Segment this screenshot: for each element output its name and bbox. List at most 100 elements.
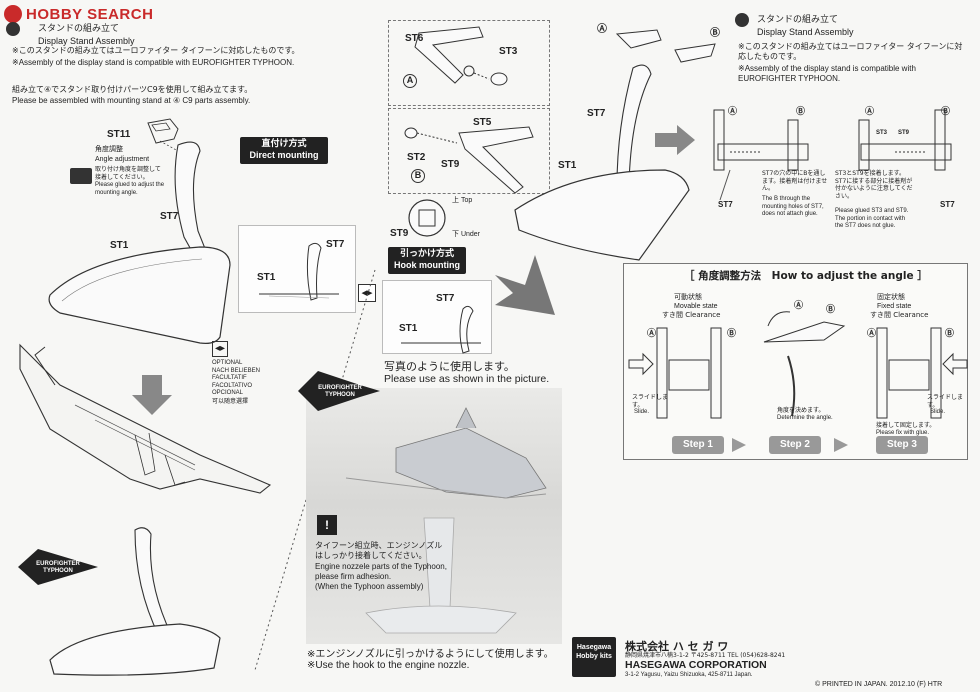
part-st6: ST6 (405, 33, 424, 44)
st9-detail-drawing (408, 199, 446, 237)
jet-silhouette-photo-icon (298, 371, 380, 411)
lower-stand-drawing (49, 527, 221, 676)
clearance-1: すき間 Clearance (662, 311, 721, 319)
direct-box-st7: ST7 (326, 239, 345, 250)
svg-text:Ⓐ: Ⓐ (728, 105, 737, 116)
angle-label-jp: 角度調整 (95, 145, 123, 153)
fixed-jp: 固定状態 (877, 293, 905, 301)
movable-en: Movable state (674, 303, 718, 310)
slide-en-3: Slide. (930, 409, 946, 415)
section-bullet-icon-right (735, 13, 749, 27)
hasegawa-logo: Hasegawa Hobby kits (572, 637, 616, 677)
mount-note-jp: 組み立て④でスタンド取り付けパーツC9を使用して組み立てます。 (12, 85, 253, 94)
address-en: 3-1-2 Yagusu, Yaizu Shizuoka, 425-8711 J… (625, 672, 753, 678)
determine-jp: 角度を決めます。 (777, 407, 825, 414)
caution-en-1: please firm adhesion. (315, 572, 392, 581)
part-st1-right: ST1 (558, 160, 577, 171)
glue-note-en: Please glued to adjust the mounting angl… (95, 182, 165, 196)
slide-en-1: Slide. (634, 409, 650, 415)
hook-mounting-badge: 引っかけ方式 Hook mounting (388, 247, 466, 274)
direct-mount-drawing (259, 242, 339, 301)
slide-jp-1: スライドします。 (632, 394, 669, 409)
right-stand-drawing: Ⓐ Ⓑ (514, 22, 720, 261)
section-bullet-icon (6, 22, 20, 36)
optional-marker-icon: ◂▸ (212, 341, 228, 357)
caution-en-2: (When the Typhoon assembly) (315, 582, 424, 591)
logo-mark-icon (4, 5, 22, 23)
left-stand-drawing (48, 118, 231, 344)
typhoon-badge-photo: EUROFIGHTER TYPHOON (298, 368, 380, 414)
logo-text: HOBBY SEARCH (26, 5, 154, 23)
part-st11: ST11 (107, 129, 131, 140)
down-arrow-icon (132, 375, 172, 415)
photo-jet-drawing (345, 407, 547, 634)
svg-text:Ⓑ: Ⓑ (941, 105, 950, 116)
hook-mount-drawing (401, 305, 481, 354)
part-st9: ST9 (441, 159, 460, 170)
right-arrow-icon (655, 125, 695, 155)
determine-en: Determine the angle. (777, 415, 833, 421)
optional-0: OPTIONAL (212, 360, 243, 366)
right-note-jp: ※このスタンドの組み立てはユーロファイター タイフーンに対応したものです。 (738, 42, 963, 61)
hasegawa-logo-text: Hasegawa Hobby kits (576, 644, 612, 660)
typhoon-badge-left: EUROFIGHTER TYPHOON (18, 545, 98, 589)
right-title-jp: スタンドの組み立て (757, 14, 839, 25)
svg-text:Ⓐ: Ⓐ (597, 22, 607, 35)
company-en: HASEGAWA CORPORATION (625, 659, 767, 671)
step-1-label: Step 1 (672, 436, 724, 454)
optional-3: FACOLTATIVO (212, 382, 253, 389)
hook-box-st7: ST7 (436, 293, 455, 304)
top-label: 上 Top (452, 197, 473, 204)
hook-mount-box: ST7 ST1 (382, 280, 492, 354)
right-section-title: スタンドの組み立て Display Stand Assembly (735, 13, 854, 38)
glue-fix-en: Please fix with glue. (876, 430, 930, 436)
step2-drawing: Ⓐ Ⓑ (763, 299, 846, 417)
printed-note: © PRINTED IN JAPAN. 2012.10 (F) HTR (815, 681, 943, 688)
svg-text:Ⓑ: Ⓑ (710, 26, 720, 39)
title-en: Display Stand Assembly (38, 36, 135, 46)
under-label: 下 Under (452, 231, 481, 238)
step-3-label: Step 3 (876, 436, 928, 454)
clearance-3: すき間 Clearance (870, 311, 929, 319)
st3-note-jp: ST3とST9を接着します。ST7に接する部分に接着剤が付かないように注意してく… (835, 170, 913, 200)
model-photo (306, 388, 562, 644)
svg-text:Ⓑ: Ⓑ (727, 327, 736, 338)
left-section-title: スタンドの組み立て Display Stand Assembly (6, 22, 135, 47)
optional-list: OPTIONAL NACH BELIEBEN FACULTATIF FACOLT… (212, 360, 260, 405)
address-jp: 静岡県焼津市八楠3-1-2 〒425-8711 TEL (054)628-824… (625, 652, 786, 659)
part-st7-left: ST7 (160, 211, 179, 222)
label-a-middle: A (403, 74, 417, 88)
use-note-jp: 写真のように使用します。 (384, 360, 515, 373)
right-note-en: ※Assembly of the display stand is compat… (738, 64, 916, 83)
typhoon-badge-left-text: EUROFIGHTER TYPHOON (36, 561, 80, 574)
st6-st3-drawing (414, 26, 508, 86)
part-st5: ST5 (473, 117, 492, 128)
hook-box-st1: ST1 (399, 323, 418, 334)
svg-text:Ⓑ: Ⓑ (826, 303, 835, 314)
st5-st2-drawing (404, 126, 534, 194)
hook-note-jp: ※エンジンノズルに引っかけるようにして使用します。 (307, 649, 554, 660)
caution-icon: ! (317, 515, 337, 535)
direct-box-st1: ST1 (257, 272, 276, 283)
optional-1: NACH BELIEBEN (212, 367, 261, 374)
step-arrow-2-icon (834, 438, 848, 452)
right-title-en: Display Stand Assembly (757, 27, 854, 37)
detail-diagram-a: Ⓐ Ⓑ (713, 105, 809, 201)
hook-en: Hook mounting (394, 260, 460, 270)
glue-tube-icon (70, 168, 92, 184)
title-jp: スタンドの組み立て (38, 23, 120, 34)
diagonal-arrow-icon (495, 255, 555, 315)
company-jp: 株式会社 ハ セ ガ ワ (625, 640, 729, 653)
svg-text:Ⓐ: Ⓐ (867, 327, 876, 338)
optional-2: FACULTATIF (212, 375, 247, 381)
direct-mount-box: ST7 ST1 (238, 225, 356, 313)
mount-note-en: Please be assembled with mounting stand … (12, 96, 251, 105)
part-st9-detail: ST9 (390, 228, 409, 239)
optional-5: 可以随意選擇 (212, 397, 249, 405)
svg-text:Ⓐ: Ⓐ (865, 105, 874, 116)
movable-jp: 可動状態 (674, 293, 702, 301)
st7-right-side-label: ST7 (940, 200, 955, 209)
left-note-jp: ※このスタンドの組み立てはユーロファイター タイフーンに対応したものです。 (12, 46, 300, 55)
part-st2: ST2 (407, 152, 426, 163)
jet-silhouette-icon (18, 549, 98, 585)
